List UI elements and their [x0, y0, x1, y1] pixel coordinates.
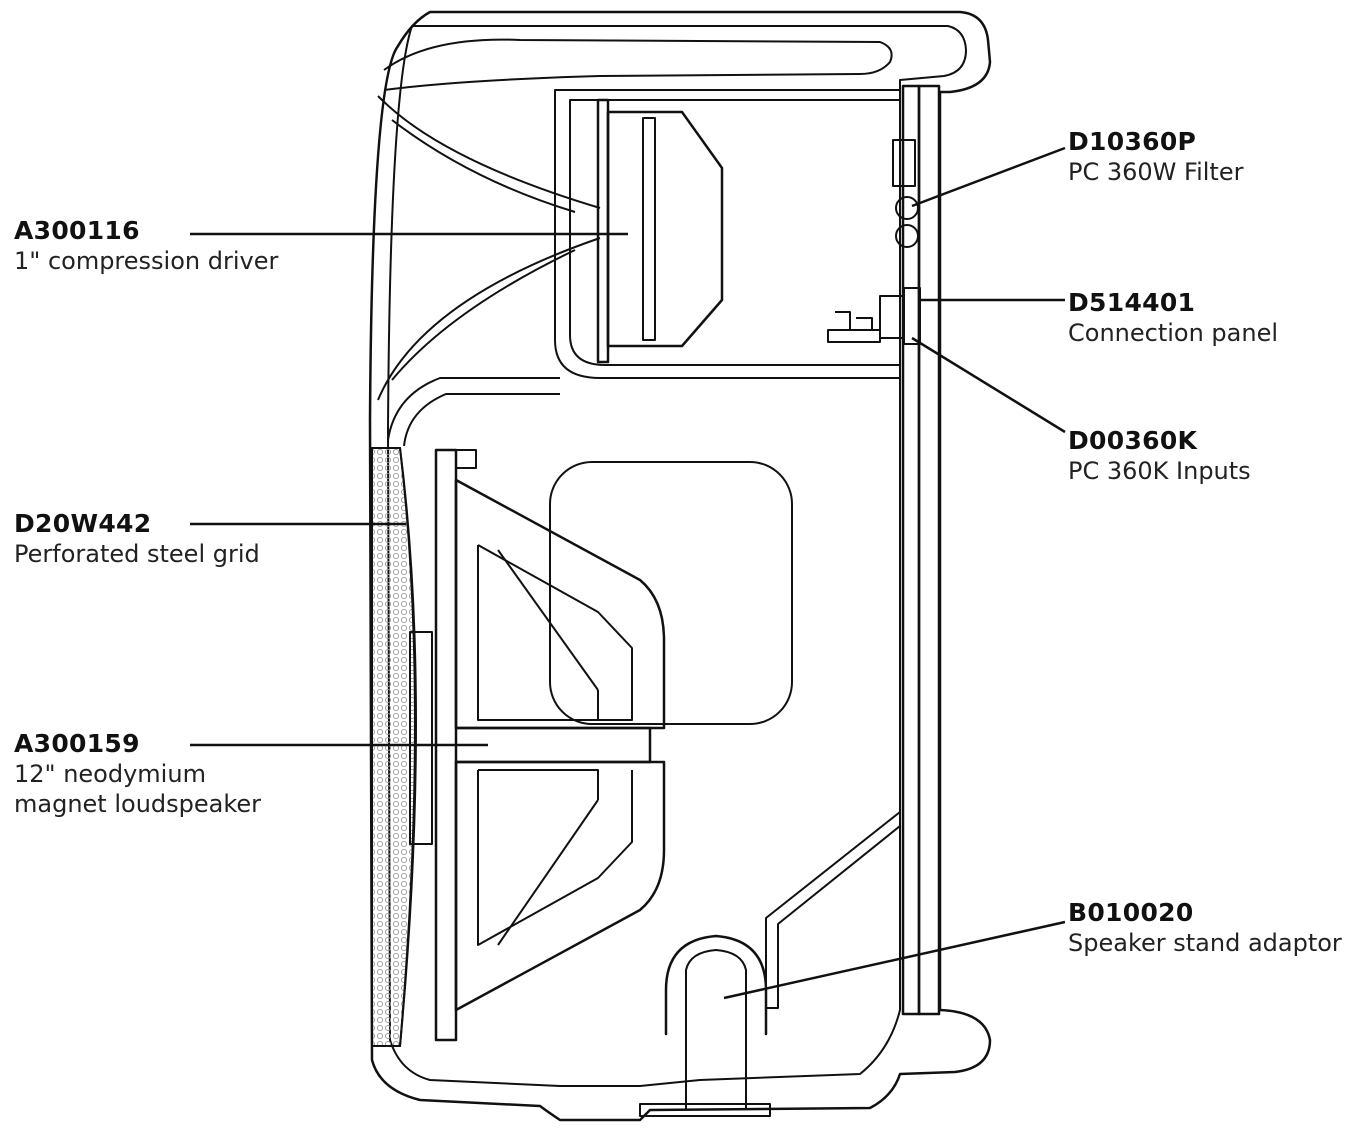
callout-filter: D10360P PC 360W Filter	[1068, 126, 1243, 187]
part-code: D514401	[1068, 288, 1196, 317]
woofer-gasket-top	[455, 449, 477, 469]
woofer-basket-upper	[454, 478, 666, 730]
woofer-basket-upper-inner	[477, 544, 633, 721]
connection-jack-plate	[903, 287, 921, 345]
filter-capacitor-2	[895, 224, 919, 248]
stand-adaptor-base	[639, 1103, 771, 1117]
part-description: PC 360K Inputs	[1068, 457, 1251, 486]
woofer-basket-lower	[454, 760, 666, 1012]
woofer-basket-lower-inner	[477, 769, 633, 946]
leader-line-filter	[911, 146, 1066, 208]
woofer-dust-cap	[409, 631, 433, 845]
part-code: B010020	[1068, 898, 1194, 927]
leader-line-inputs	[911, 336, 1066, 434]
cabinet-inner-wall	[387, 25, 967, 1087]
part-description: 1" compression driver	[14, 247, 279, 276]
callout-stand-adaptor: B010020 Speaker stand adaptor	[1068, 897, 1342, 958]
input-board	[827, 311, 881, 343]
grill-edge	[399, 447, 417, 1047]
compression-driver-body	[606, 110, 724, 348]
woofer-magnet	[454, 726, 652, 764]
woofer-basket-upper-strut	[497, 549, 599, 691]
bass-port-curve	[387, 377, 560, 447]
stand-adaptor-outer	[664, 934, 768, 1036]
stand-adaptor-inner	[685, 949, 747, 1110]
part-description: 12" neodymium	[14, 760, 206, 789]
rear-brace	[765, 811, 901, 1009]
callout-compression-driver: A300116 1" compression driver	[14, 215, 278, 276]
filter-coil	[892, 139, 916, 187]
filter-capacitor-1	[895, 196, 919, 220]
waveguide-horn	[377, 95, 601, 401]
part-code: A300159	[14, 729, 140, 758]
part-description: Speaker stand adaptor	[1068, 929, 1342, 958]
driver-compartment	[554, 89, 901, 379]
part-description: magnet loudspeaker	[14, 790, 262, 819]
compression-driver-ring	[642, 117, 656, 341]
callout-steel-grid: D20W442 Perforated steel grid	[14, 508, 260, 569]
compression-driver-flange	[596, 98, 610, 364]
woofer-basket-lower-strut	[497, 799, 599, 946]
callout-connection-panel: D514401 Connection panel	[1068, 287, 1278, 348]
driver-compartment-inner	[569, 99, 901, 366]
part-code: D10360P	[1068, 127, 1197, 156]
callout-loudspeaker: A300159 12" neodymium magnet loudspeaker	[14, 728, 261, 819]
internal-brace	[549, 461, 793, 725]
leader-line-stand-adaptor	[723, 920, 1066, 1000]
cabinet-top-ridge	[383, 38, 893, 91]
callout-inputs: D00360K PC 360K Inputs	[1068, 425, 1251, 486]
part-description: Perforated steel grid	[14, 540, 260, 569]
part-description: Connection panel	[1068, 319, 1279, 348]
rear-panel	[917, 84, 941, 1016]
part-code: D00360K	[1068, 426, 1198, 455]
part-code: D20W442	[14, 509, 152, 538]
waveguide-horn-inner	[391, 119, 576, 381]
cabinet-outer-shell	[368, 10, 992, 1122]
part-description: PC 360W Filter	[1068, 158, 1244, 187]
part-code: A300116	[14, 216, 140, 245]
